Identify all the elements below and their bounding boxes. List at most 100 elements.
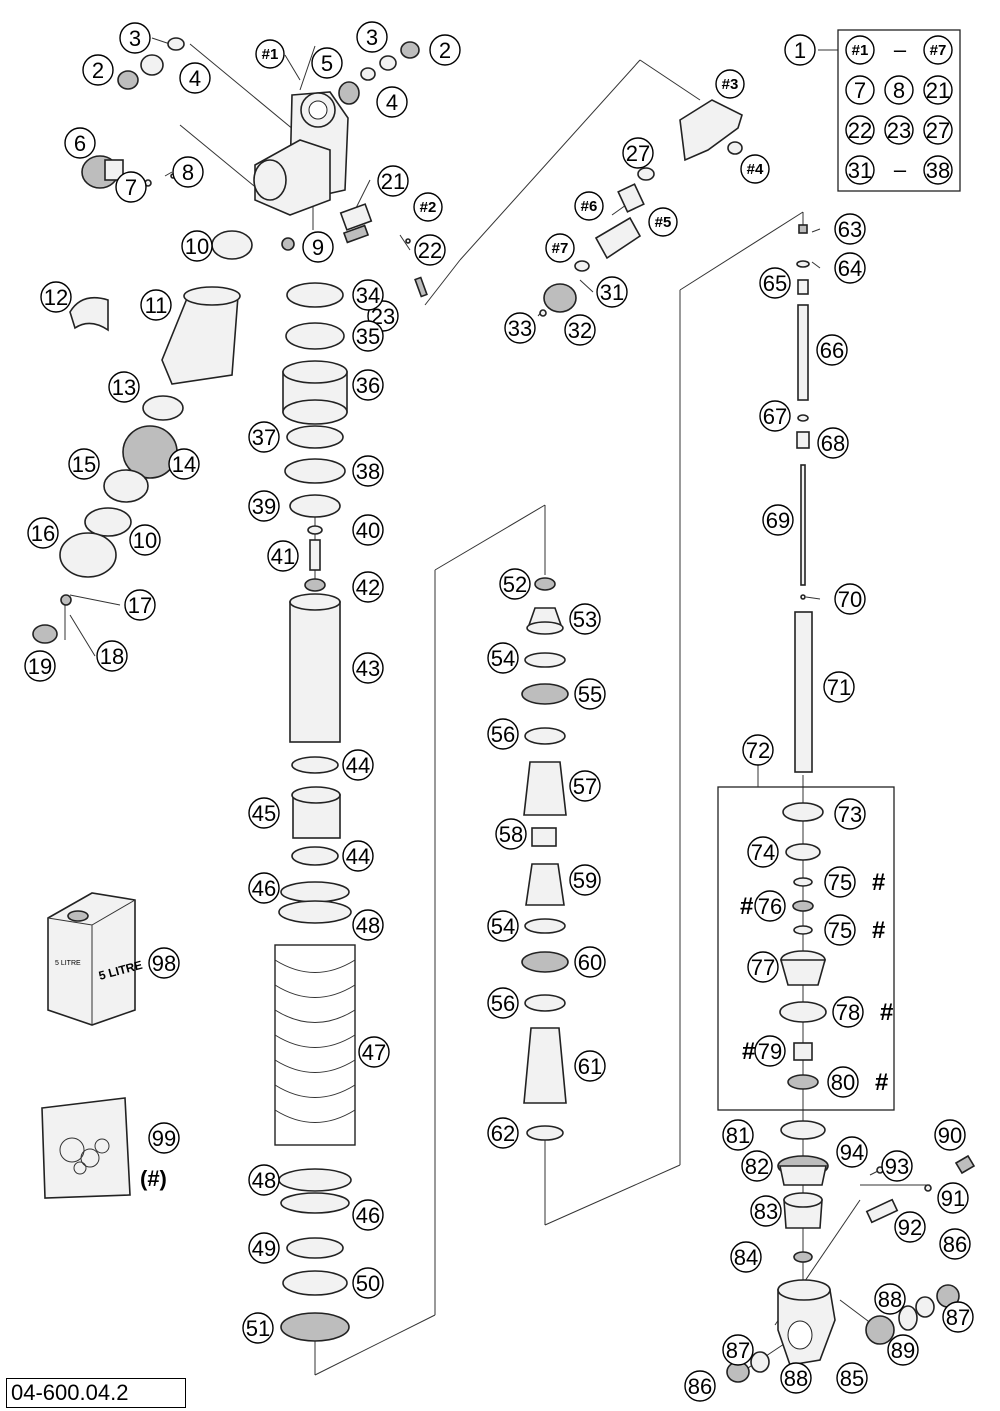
callout-circle: [248, 421, 280, 453]
callout-c70: 70: [834, 583, 866, 615]
callout-number: 10: [185, 234, 209, 259]
set-range1-start: #1: [852, 42, 869, 59]
callout-circle: [148, 1122, 180, 1154]
callout-c51: 51: [242, 1312, 274, 1344]
callout-circle: [816, 334, 848, 366]
set-range1-end: #7: [930, 42, 947, 59]
callout-circle: [741, 1150, 773, 1182]
callout-circle: [24, 650, 56, 682]
callout-circle: [747, 836, 779, 868]
callout-number: 80: [831, 1070, 855, 1095]
callout-number: 86: [943, 1232, 967, 1257]
callout-circle: [499, 568, 531, 600]
callout-c22: 22: [414, 234, 446, 266]
callout-number: 44: [346, 844, 370, 869]
callout-c27: 27: [622, 137, 654, 169]
callout-number: 84: [734, 1245, 758, 1270]
callout-number: 83: [754, 1199, 778, 1224]
callout-number: 27: [626, 141, 650, 166]
callout-c88b: 88: [780, 1362, 812, 1394]
callout-circle: [881, 1150, 913, 1182]
seal-part-4: [140, 54, 164, 76]
seal-kit-bag-part-99: [41, 1097, 131, 1199]
set-dash-2: –: [894, 157, 907, 182]
callout-c21: 21: [377, 165, 409, 197]
seal-kit-note: (#): [140, 1166, 167, 1191]
callout-circle: [352, 514, 384, 546]
callout-circle: [834, 583, 866, 615]
callout-number: 4: [386, 90, 398, 115]
can-label-side: 5 LITRE: [55, 960, 81, 967]
callout-circle: [181, 230, 213, 262]
callout-number: 64: [838, 256, 862, 281]
callout-circle: [414, 234, 446, 266]
callout-number: 62: [491, 1121, 515, 1146]
callout-circle: [352, 279, 384, 311]
callout-c77: 77: [747, 951, 779, 983]
callout-c31: 31: [596, 276, 628, 308]
knob-part-32: [543, 283, 577, 313]
callout-circle: [352, 909, 384, 941]
callout-number: 56: [491, 722, 515, 747]
callout-c92: 92: [894, 1211, 926, 1243]
callout-c65: 65: [759, 267, 791, 299]
callout-c71: 71: [823, 671, 855, 703]
callout-c61: 61: [574, 1050, 606, 1082]
callout-number: 51: [246, 1316, 270, 1341]
callout-number: 76: [758, 894, 782, 919]
callout-circle: [108, 371, 140, 403]
callout-circle: [564, 314, 596, 346]
callout-number: 16: [31, 521, 55, 546]
callout-number: 34: [356, 283, 380, 308]
callout-number: 1: [794, 38, 806, 63]
callout-number: 35: [356, 324, 380, 349]
callout-c4a: 4: [179, 62, 211, 94]
callout-number: 10: [133, 528, 157, 553]
callout-number: 57: [573, 774, 597, 799]
callout-c2a: 2: [82, 54, 114, 86]
callout-number: 66: [820, 338, 844, 363]
callout-circle: [115, 171, 147, 203]
callout-c84: 84: [730, 1241, 762, 1273]
callout-circle: [352, 571, 384, 603]
callout-number: 94: [840, 1140, 864, 1165]
subassembly-label: #2: [413, 192, 443, 222]
callout-circle: [248, 1164, 280, 1196]
callout-c17: 17: [124, 589, 156, 621]
callout-circle: [754, 890, 786, 922]
callout-c12: 12: [40, 281, 72, 313]
callout-c85: 85: [836, 1362, 868, 1394]
callout-c80: 80: [827, 1066, 859, 1098]
callout-circle: [358, 1036, 390, 1068]
bushing-part-2b: [400, 41, 420, 59]
bushing-part-2: [117, 70, 139, 90]
callout-c57: 57: [569, 770, 601, 802]
callout-c32: 32: [564, 314, 596, 346]
callout-c46a: 46: [248, 872, 280, 904]
callout-circle: [352, 455, 384, 487]
subassembly-label: #3: [715, 69, 745, 99]
callout-c46b: 46: [352, 1199, 384, 1231]
callout-circle: [622, 137, 654, 169]
callout-circle: [376, 86, 408, 118]
callout-number: 2: [92, 58, 104, 83]
callout-c44b: 44: [342, 840, 374, 872]
callout-circle: [834, 798, 866, 830]
callout-circle: [574, 946, 606, 978]
callout-c69: 69: [762, 504, 794, 536]
callout-circle: [487, 1117, 519, 1149]
callout-circle: [248, 797, 280, 829]
callout-circle: [834, 252, 866, 284]
callout-circle: [596, 276, 628, 308]
callout-number: 9: [312, 235, 324, 260]
callout-c11: 11: [140, 289, 172, 321]
callout-circle: [377, 165, 409, 197]
callout-c40: 40: [352, 514, 384, 546]
callout-number: 63: [838, 217, 862, 242]
callout-circle: [356, 21, 388, 53]
callout-number: 71: [827, 675, 851, 700]
subassembly-number: #7: [552, 240, 569, 257]
callout-circle: [148, 947, 180, 979]
callout-number: 77: [751, 955, 775, 980]
